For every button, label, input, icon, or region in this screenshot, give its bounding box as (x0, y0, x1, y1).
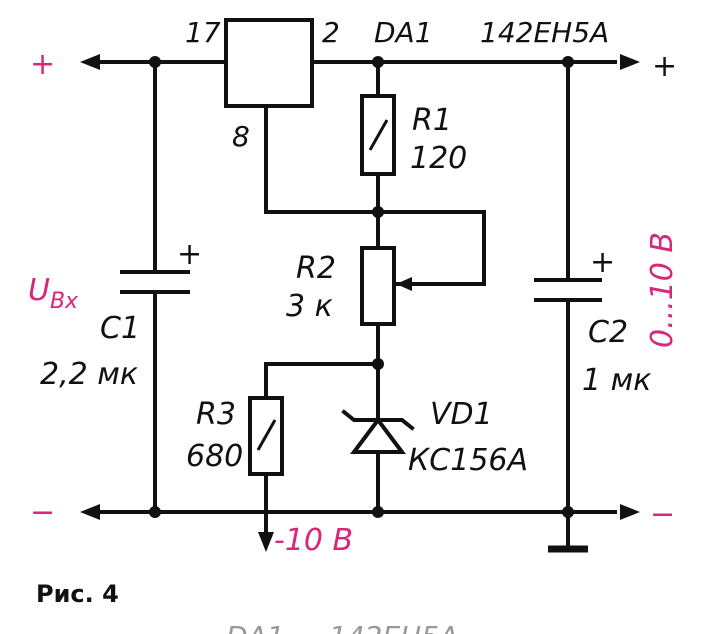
c1-ref: C1 (100, 311, 140, 346)
input-minus-terminal: − (30, 495, 55, 530)
vd1-ref: VD1 (430, 397, 493, 432)
c2-ref: C2 (588, 315, 628, 350)
junction-dot (562, 506, 574, 518)
r2-wiper-arrow (396, 277, 412, 291)
neg-supply-arrow (258, 532, 274, 552)
ic-pin-in-label: 17 (185, 16, 221, 49)
ic-type-label: 142ЕН5А (480, 16, 609, 49)
neg-supply-label: -10 B (274, 523, 353, 558)
input-voltage-symbol: U (28, 273, 50, 308)
r2-value: 3 к (286, 289, 333, 324)
r1-slash (368, 119, 389, 151)
wiper-loop-wire (376, 210, 486, 286)
output-plus-terminal: + (652, 49, 677, 84)
ic-pin-out-label: 2 (322, 16, 340, 49)
junction-dot (149, 506, 161, 518)
junction-dot (372, 506, 384, 518)
left-minus-arrow (80, 504, 100, 520)
bottom-cut-text: DA1 ... 142ЕН5А (226, 620, 458, 634)
pin8-wire (264, 104, 380, 214)
input-voltage-label: UBx (28, 273, 79, 314)
r1-value: 120 (410, 141, 467, 176)
r3-wire-top (264, 362, 380, 400)
r1-ref: R1 (412, 103, 452, 138)
output-minus-terminal: − (650, 497, 675, 532)
junction-dot (372, 206, 384, 218)
c2-value: 1 мк (582, 363, 651, 398)
c2-plus: + (590, 245, 615, 280)
right-minus-arrow (620, 504, 640, 520)
c1-value: 2,2 мк (40, 357, 138, 392)
r3-ref: R3 (196, 397, 236, 432)
junction-dot (372, 56, 384, 68)
ic-pin-adj-label: 8 (232, 120, 250, 153)
junction-dot (562, 56, 574, 68)
ic-da1-body (224, 18, 314, 108)
input-voltage-subscript: Bx (50, 289, 79, 314)
ic-ref-label: DA1 (374, 16, 433, 49)
junction-dot (149, 56, 161, 68)
vd1-type: КС156А (408, 443, 528, 478)
vd1-bar (341, 409, 415, 431)
vd1-triangle (350, 416, 406, 454)
left-plus-arrow (80, 54, 100, 70)
c1-plus: + (177, 237, 202, 272)
figure-caption: Рис. 4 (36, 580, 119, 608)
r3-slash (256, 419, 277, 451)
right-plus-arrow (620, 54, 640, 70)
r2-ref: R2 (296, 251, 336, 286)
output-voltage-label: 0...10 B (645, 232, 680, 348)
r2-body (360, 246, 396, 326)
r3-value: 680 (186, 439, 243, 474)
input-plus-terminal: + (30, 47, 55, 82)
junction-dot (372, 358, 384, 370)
